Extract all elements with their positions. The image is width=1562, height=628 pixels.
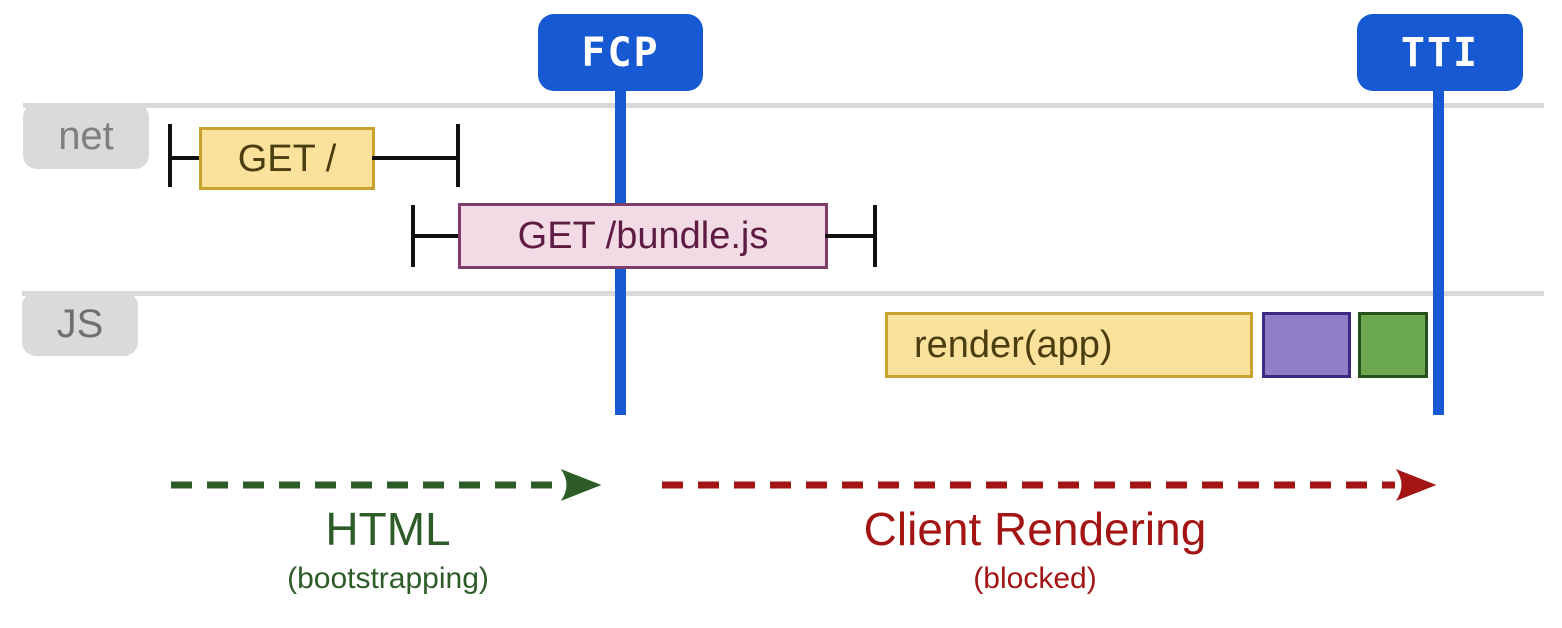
get-root-left-connector [168,156,202,160]
purple-task-box [1262,312,1351,378]
get-root-right-connector [372,156,459,160]
get-bundle-right-connector [825,234,876,238]
client-rendering-phase-title: Client Rendering [863,503,1207,555]
client-rendering-phase-dashed-arrow-icon [662,468,1437,502]
green-task-box [1358,312,1428,378]
get-bundle-end-tick [873,205,877,267]
client-rendering-phase-label: Client Rendering (blocked) [835,504,1235,597]
render-app-task-box: render(app) [885,312,1253,378]
fcp-badge: FCP [538,14,703,91]
tti-badge: TTI [1357,14,1523,91]
tti-marker-line [1433,80,1444,415]
js-lane-label: JS [22,292,138,356]
net-lane-line [23,103,1544,108]
client-rendering-phase-subtitle: (blocked) [973,561,1097,595]
html-phase-label: HTML (bootstrapping) [188,504,588,597]
get-root-request-box: GET / [199,127,375,190]
html-phase-subtitle: (bootstrapping) [287,561,489,595]
get-bundle-request-box: GET /bundle.js [458,203,828,269]
get-root-start-tick [168,124,172,187]
net-lane-label: net [23,103,149,169]
html-phase-title: HTML [325,503,451,555]
get-bundle-left-connector [411,234,461,238]
get-root-end-tick [456,124,460,187]
html-phase-dashed-arrow-icon [171,468,602,502]
js-lane-line [22,291,1544,296]
